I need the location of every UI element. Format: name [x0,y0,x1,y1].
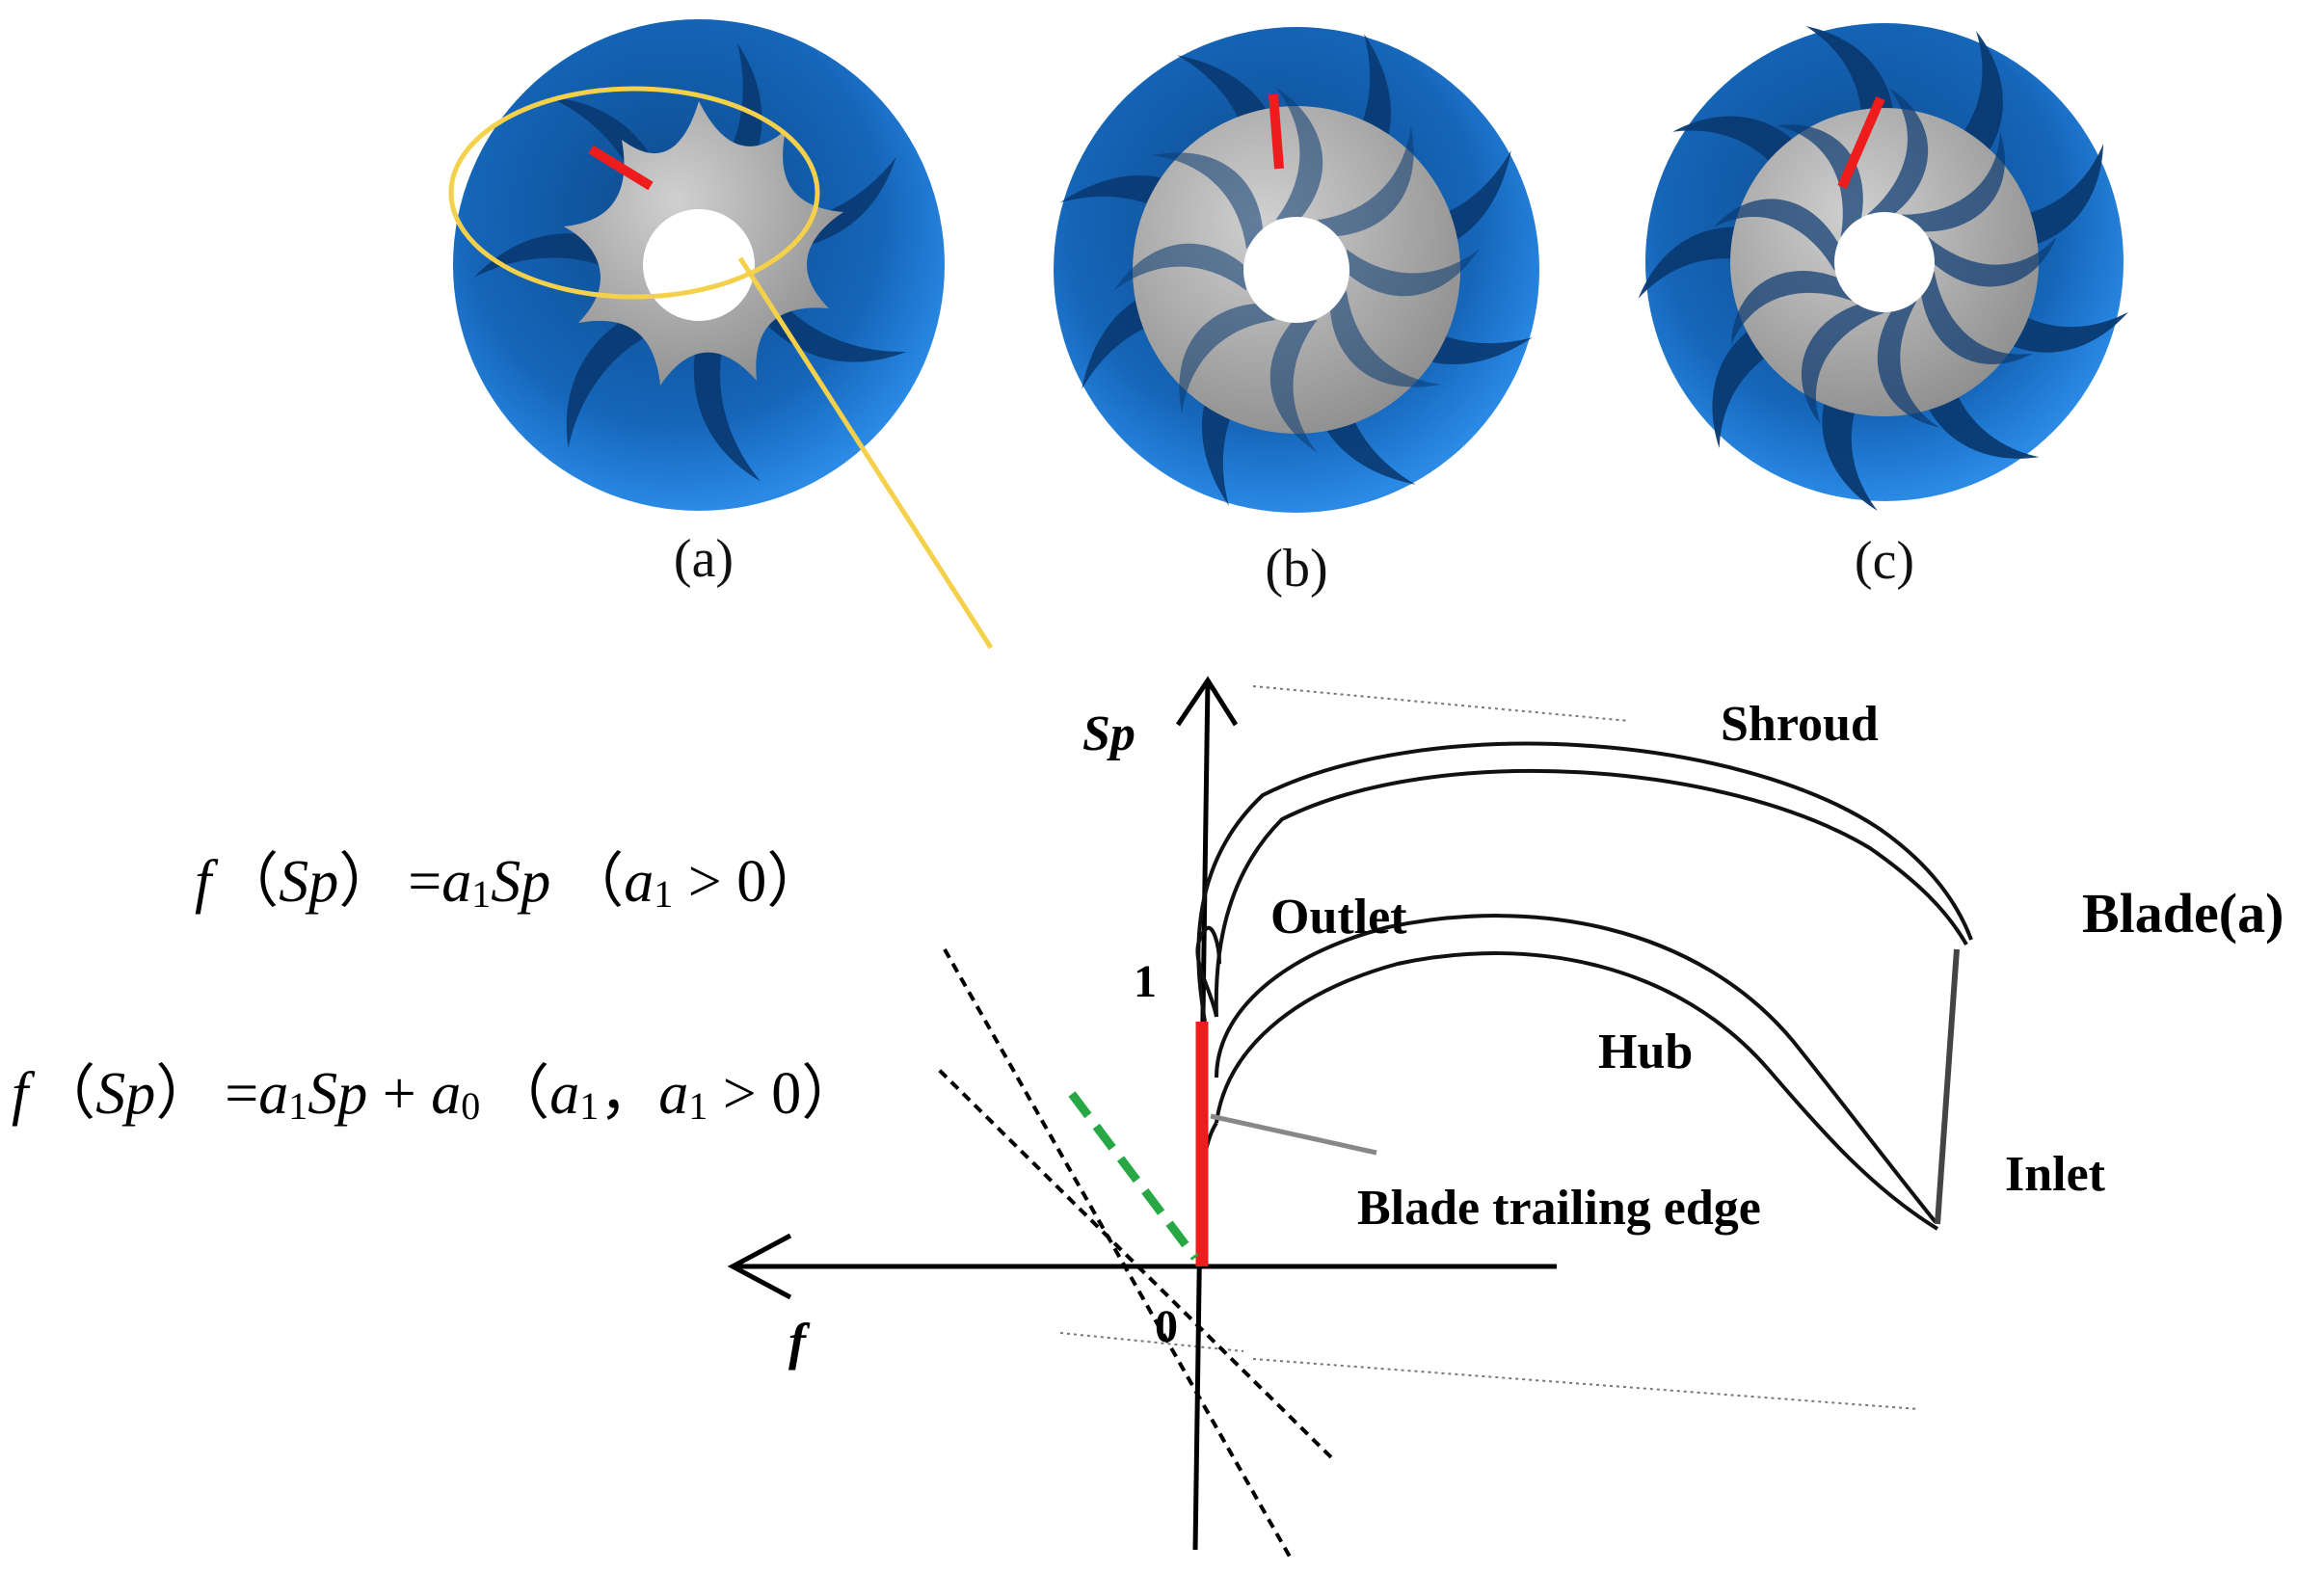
blade-outline [1195,741,1973,1254]
equation-2: f（Sp）=a1Sp + a0（a1，a1 > 0） [12,1061,861,1128]
shroud-curve-outer [1196,741,1973,1023]
label-trailing-edge: Blade trailing edge [1357,1181,1761,1236]
impeller-c [1624,9,2133,520]
tick-label-one: 1 [1134,956,1157,1007]
callout-ellipse [448,86,820,300]
x-axis-arrowhead [727,1233,792,1300]
x-axis-label: f [788,1313,811,1371]
impeller-a-bore [643,209,755,321]
y-axis-label: Sp [1082,706,1135,761]
shroud-curve-inner [1214,768,1968,1018]
impeller-b-bore [1243,217,1349,323]
label-shroud: Shroud [1721,697,1879,752]
impeller-a-red-marker [588,145,654,191]
label-outlet: Outlet [1270,890,1407,945]
caption-a: (a) [674,529,734,589]
outlet-loop [1195,925,1221,1018]
guide-line-bottom [1252,1358,1919,1410]
caption-b: (b) [1265,539,1327,599]
label-hub: Hub [1598,1025,1693,1079]
caption-c: (c) [1855,531,1914,591]
equation-1: f（Sp）=a1Sp（a1 > 0） [195,849,826,916]
inlet-edge [1935,948,1960,1225]
impeller-c-red-marker [1837,96,1885,189]
impeller-c-bore [1834,212,1935,312]
callout-leader [737,256,994,650]
impeller-b-red-marker [1269,93,1284,170]
label-inlet: Inlet [2005,1147,2106,1202]
impeller-b [1054,27,1539,513]
green-dashed-segment [1068,1091,1199,1261]
dashed-line-lower [938,1069,1337,1463]
label-blade-name: Blade(a) [2082,882,2284,945]
hub-curve-outer [1215,914,1937,1224]
hub-curve-inner [1215,951,1939,1231]
dashed-line-upper [943,948,1292,1558]
trailing-edge-pointer [1210,1113,1377,1156]
guide-line-top [1252,685,1630,722]
y-axis-arrowhead [1175,676,1239,727]
guide-line-bottom-left [1059,1332,1244,1352]
